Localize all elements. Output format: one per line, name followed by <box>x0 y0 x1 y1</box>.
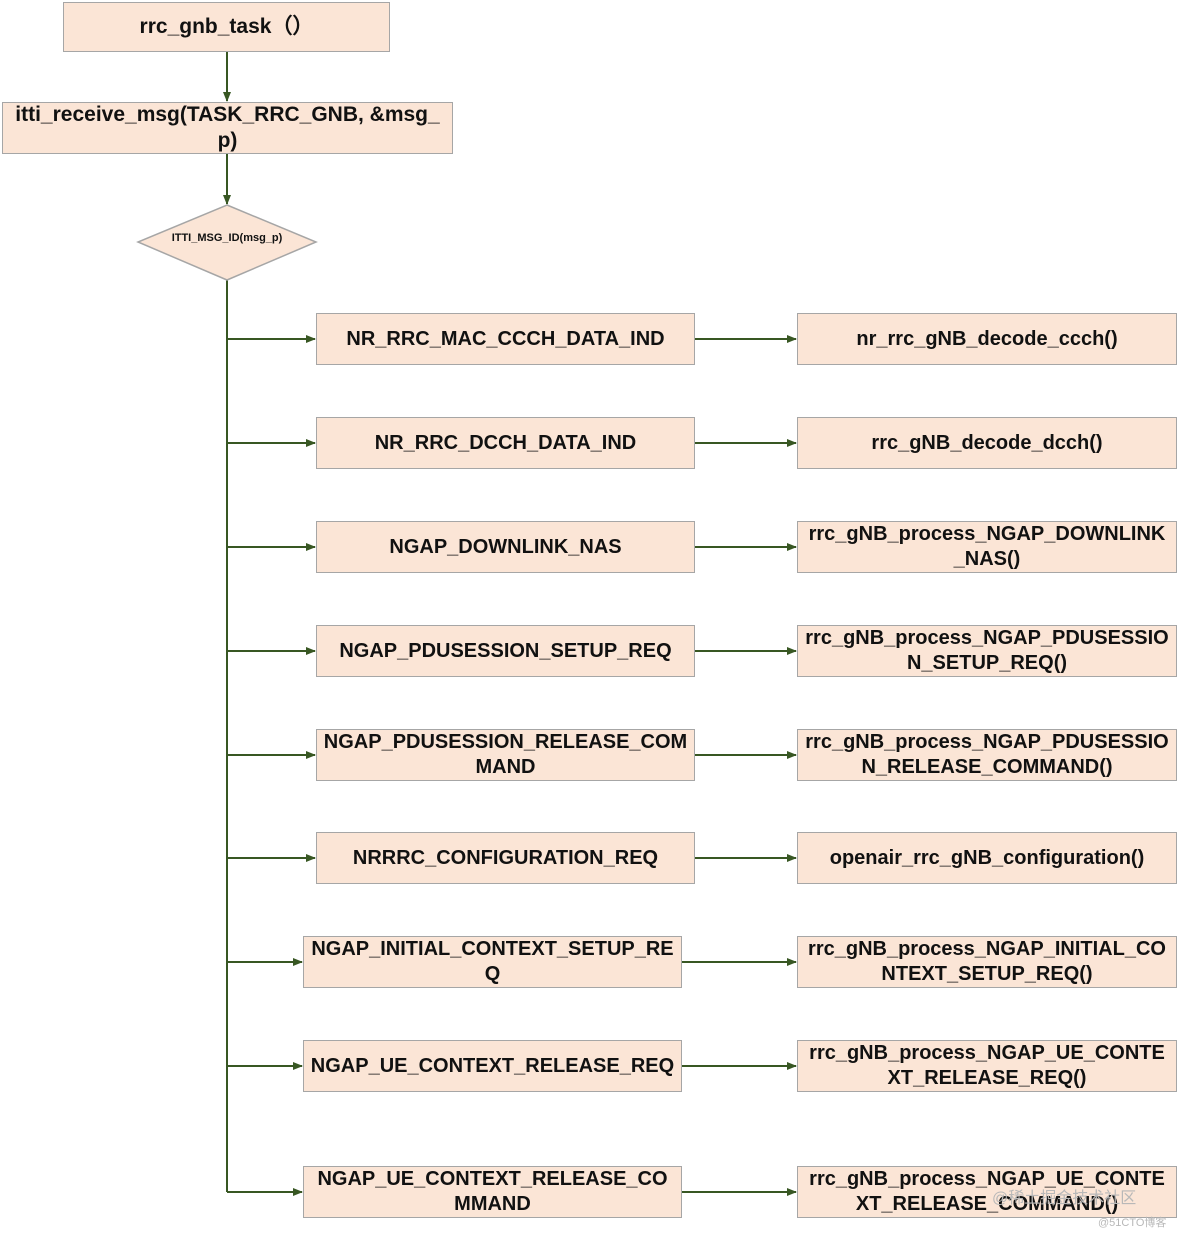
handler-node: rrc_gNB_process_NGAP_PDUSESSION_SETUP_RE… <box>797 625 1177 677</box>
handler-node: rrc_gNB_process_NGAP_UE_CONTEXT_RELEASE_… <box>797 1040 1177 1092</box>
handler-node: rrc_gNB_process_NGAP_INITIAL_CONTEXT_SET… <box>797 936 1177 988</box>
start-node: rrc_gnb_task（） <box>63 2 390 52</box>
handler-node: rrc_gNB_decode_dcch() <box>797 417 1177 469</box>
watermark-51cto: @51CTO博客 <box>1098 1217 1167 1229</box>
watermark-juejin: @稀土掘金技术社区 <box>992 1190 1137 1207</box>
message-node: NR_RRC_MAC_CCCH_DATA_IND <box>316 313 695 365</box>
handler-node: rrc_gNB_process_NGAP_UE_CONTEXT_RELEASE_… <box>797 1166 1177 1218</box>
message-node: NGAP_PDUSESSION_RELEASE_COMMAND <box>316 729 695 781</box>
handler-node: rrc_gNB_process_NGAP_PDUSESSION_RELEASE_… <box>797 729 1177 781</box>
receive-msg-node: itti_receive_msg(TASK_RRC_GNB, &msg_p) <box>2 102 453 154</box>
message-node: NGAP_INITIAL_CONTEXT_SETUP_REQ <box>303 936 682 988</box>
decision-diamond <box>136 204 318 281</box>
handler-node: rrc_gNB_process_NGAP_DOWNLINK_NAS() <box>797 521 1177 573</box>
message-node: NGAP_UE_CONTEXT_RELEASE_COMMAND <box>303 1166 682 1218</box>
message-node: NGAP_DOWNLINK_NAS <box>316 521 695 573</box>
handler-node: nr_rrc_gNB_decode_ccch() <box>797 313 1177 365</box>
decision-label: ITTI_MSG_ID(msg_p) <box>171 232 283 244</box>
message-node: NGAP_UE_CONTEXT_RELEASE_REQ <box>303 1040 682 1092</box>
handler-node: openair_rrc_gNB_configuration() <box>797 832 1177 884</box>
message-node: NRRRC_CONFIGURATION_REQ <box>316 832 695 884</box>
message-node: NGAP_PDUSESSION_SETUP_REQ <box>316 625 695 677</box>
message-node: NR_RRC_DCCH_DATA_IND <box>316 417 695 469</box>
